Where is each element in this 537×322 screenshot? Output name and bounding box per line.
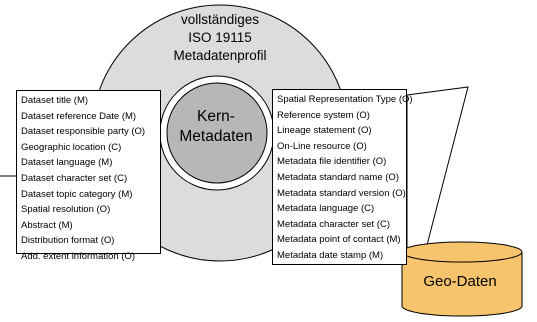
core-label-line-1: Kern-: [197, 108, 235, 125]
list-item: Lineage statement (O): [277, 125, 372, 137]
list-item: Dataset character set (C): [21, 172, 128, 184]
list-item: Distribution format (O): [21, 235, 115, 247]
list-item: Dataset reference Date (M): [21, 110, 137, 122]
list-item: Metadata character set (C): [277, 218, 390, 230]
core-metadata-circle: [166, 82, 268, 184]
list-item: Spatial Representation Type (O): [277, 94, 413, 105]
list-item: Metadata standard name (O): [277, 171, 399, 183]
database-cylinder: [401, 241, 523, 317]
list-item: Reference system (O): [277, 109, 370, 121]
list-item: Abstract (M): [21, 219, 73, 231]
core-label-line-2: Metadaten: [179, 128, 253, 145]
list-item: Dataset language (M): [21, 157, 113, 169]
list-item: Metadata standard version (O): [277, 187, 406, 199]
outer-label-line-3: Metadatenprofil: [173, 48, 267, 63]
outer-profile-label: vollständiges ISO 19115 Metadatenprofil: [150, 11, 290, 65]
metadata-elements-box: Spatial Representation Type (O) Referenc…: [272, 89, 413, 265]
core-metadata-label: Kern- Metadaten: [166, 107, 266, 147]
list-item: On-Line resource (O): [277, 140, 367, 152]
list-item: Dataset responsible party (O): [21, 126, 146, 138]
database-label: Geo-Daten: [423, 273, 497, 290]
list-item: Spatial resolution (O): [21, 204, 111, 216]
list-item: Metadata language (C): [277, 203, 375, 215]
list-item: Metadata point of contact (M): [277, 234, 401, 246]
list-item: Metadata date stamp (M): [277, 249, 384, 261]
outer-label-line-1: vollständiges: [180, 12, 260, 27]
list-item: Metadata file identifier (O): [277, 156, 387, 168]
list-item: Dataset title (M): [21, 95, 89, 106]
list-item: Add. extent information (O): [21, 250, 136, 262]
list-item: Geographic location (C): [21, 141, 122, 153]
outer-label-line-2: ISO 19115: [188, 30, 252, 45]
dataset-elements-box: Dataset title (M) Dataset reference Date…: [16, 90, 161, 262]
list-item: Dataset topic category (M): [21, 188, 133, 200]
